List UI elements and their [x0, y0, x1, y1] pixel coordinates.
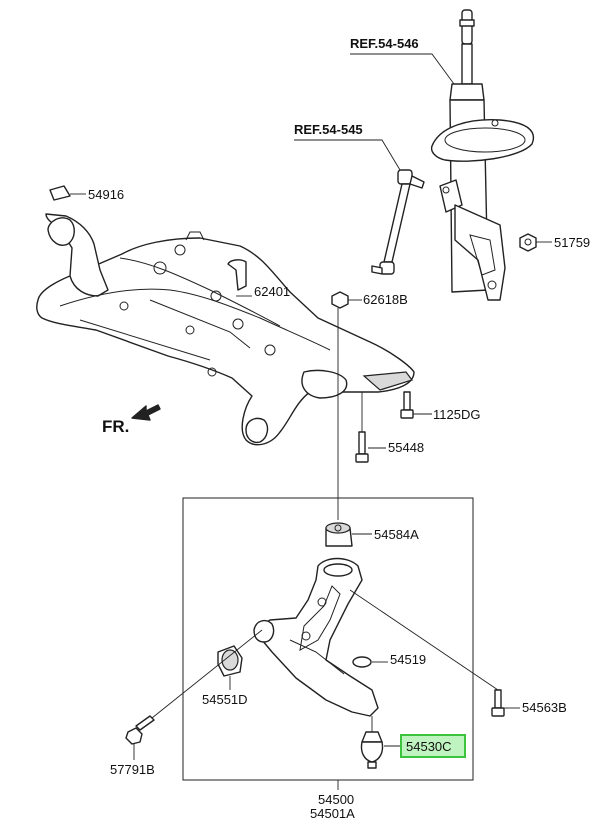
label-54584A[interactable]: 54584A [374, 527, 419, 542]
nut-62618B[interactable] [331, 291, 349, 309]
lower-control-arm[interactable] [253, 557, 379, 717]
bolt-57791B[interactable] [125, 715, 155, 745]
ball-joint-54530C[interactable] [360, 731, 384, 769]
label-54563B[interactable]: 54563B [522, 700, 567, 715]
bolt-55448[interactable] [355, 431, 369, 463]
bolt-54563B[interactable] [491, 689, 505, 717]
clip-54519[interactable] [352, 656, 372, 668]
label-54551D[interactable]: 54551D [202, 692, 248, 707]
label-55448[interactable]: 55448 [388, 440, 424, 455]
bolt-54563B-axis [349, 589, 499, 691]
ref-stabilizer-label: REF.54-545 [294, 122, 363, 137]
label-54530C[interactable]: 54530C [406, 739, 452, 754]
stopper-54916[interactable] [49, 185, 71, 201]
lower-arm-assembly-box [182, 497, 474, 781]
front-arrow-icon [131, 404, 161, 421]
bolt-57791B-axis [141, 629, 263, 727]
label-54519[interactable]: 54519 [390, 652, 426, 667]
front-direction-label: FR. [102, 417, 129, 436]
nut-51759[interactable] [519, 233, 537, 252]
label-54501A[interactable]: 54501A [310, 806, 355, 820]
crossmember-subframe[interactable] [36, 213, 415, 446]
bolt-1125DG[interactable] [400, 391, 414, 419]
bushing-54584A[interactable] [325, 522, 353, 547]
ref-strut-label: REF.54-546 [350, 36, 419, 51]
ref-stabilizer-leader [294, 139, 401, 171]
highlight-box-54530C[interactable] [400, 734, 466, 758]
ref-strut-leader [350, 53, 455, 85]
label-1125DG[interactable]: 1125DG [433, 407, 480, 422]
label-51759[interactable]: 51759 [554, 235, 590, 250]
bushing-54551D[interactable] [217, 645, 243, 677]
label-54916[interactable]: 54916 [88, 187, 124, 202]
label-62401[interactable]: 62401 [254, 284, 290, 299]
label-54500[interactable]: 54500 [318, 792, 354, 807]
strut-assembly[interactable] [430, 9, 535, 301]
label-62618B[interactable]: 62618B [363, 292, 408, 307]
stabilizer-link[interactable] [371, 169, 425, 275]
label-57791B[interactable]: 57791B [110, 762, 155, 777]
